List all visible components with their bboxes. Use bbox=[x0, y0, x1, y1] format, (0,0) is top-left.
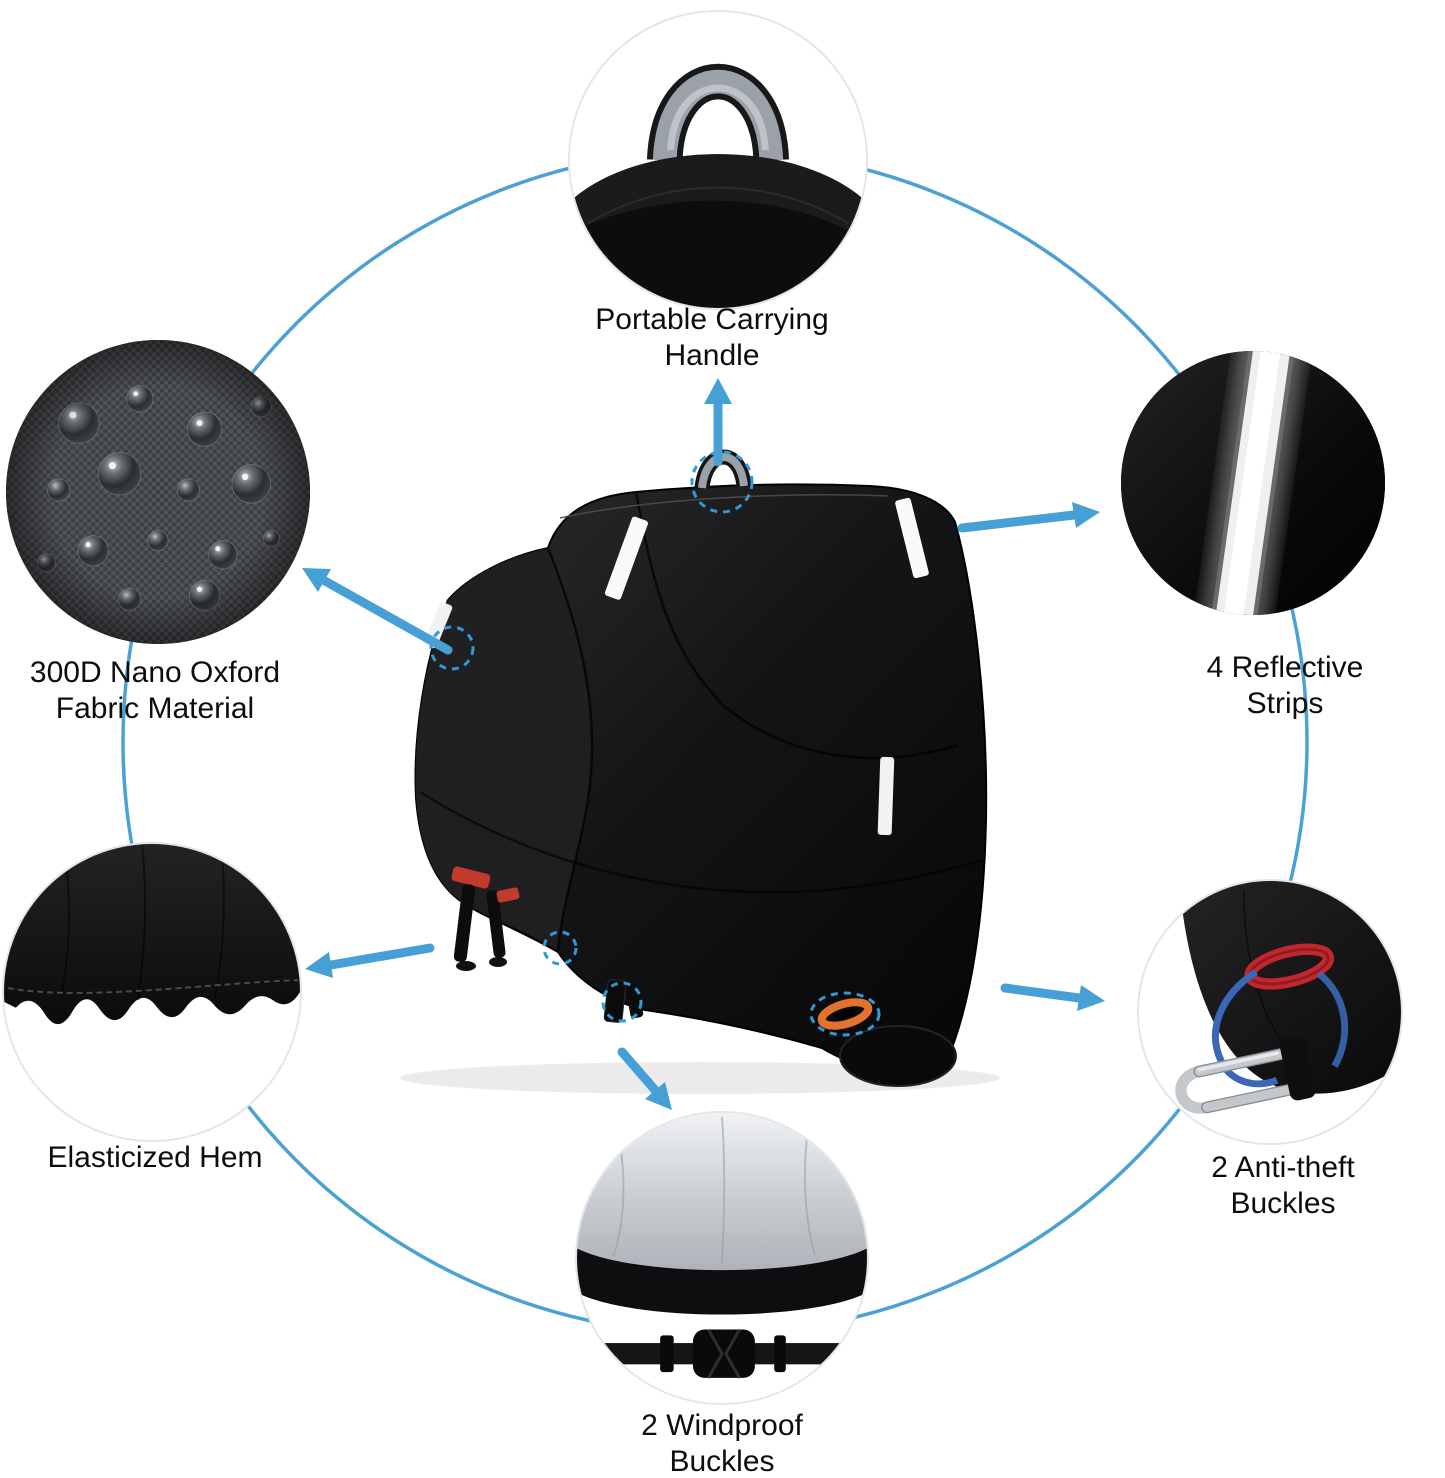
feature-circle-anti-theft bbox=[1139, 881, 1401, 1143]
windproof-buckle-closeup bbox=[577, 1113, 867, 1403]
fabric-sheen bbox=[570, 154, 866, 241]
product-cover-illustration bbox=[414, 449, 988, 1087]
feature-label-anti-theft: 2 Anti-theft Buckles bbox=[1211, 1151, 1355, 1220]
feature-circle-elasticized-hem bbox=[4, 844, 300, 1140]
handle-strap bbox=[652, 69, 784, 161]
callout-arrows bbox=[302, 378, 1105, 1110]
stitch-line bbox=[587, 186, 849, 224]
cover-front-panel bbox=[415, 548, 593, 950]
feature-circle-carrying-handle bbox=[570, 12, 866, 308]
reflective-strip-detail bbox=[1197, 351, 1309, 615]
cover-hem-edge bbox=[577, 1248, 867, 1315]
strap-with-buckle bbox=[577, 1328, 867, 1379]
highlight-anti-theft-buckle bbox=[809, 991, 881, 1037]
fabric-closeup bbox=[6, 340, 310, 644]
seam-line bbox=[419, 790, 983, 894]
arrow-to-reflective bbox=[957, 502, 1100, 533]
vignette bbox=[6, 340, 310, 644]
feature-label-reflective-strips: 4 Reflective Strips bbox=[1206, 651, 1364, 720]
handle-closeup bbox=[570, 12, 866, 308]
feature-label-fabric-material: 300D Nano Oxford Fabric Material bbox=[29, 656, 281, 725]
u-lock bbox=[1175, 1036, 1316, 1114]
reflective-strip-closeup bbox=[1121, 351, 1385, 615]
highlight-front-strap bbox=[542, 930, 578, 966]
gathered-fabric bbox=[4, 844, 300, 1025]
handle-strap-highlight bbox=[667, 84, 769, 151]
anti-theft-closeup bbox=[1139, 881, 1401, 1143]
highlight-strip bbox=[429, 625, 475, 671]
dashed-highlights bbox=[429, 450, 881, 1037]
front-straps bbox=[451, 866, 520, 971]
feature-label-elasticized-hem: Elasticized Hem bbox=[47, 1141, 263, 1174]
rear-wheel bbox=[839, 1025, 957, 1087]
feature-label-carrying-handle: Portable Carrying Handle bbox=[595, 303, 829, 372]
hem-closeup bbox=[4, 844, 300, 1140]
feature-label-windproof: 2 Windproof Buckles bbox=[641, 1409, 803, 1478]
ridge-highlight bbox=[559, 494, 889, 519]
silver-lining bbox=[577, 1113, 867, 1271]
feature-circle-windproof bbox=[577, 1113, 867, 1403]
arrow-to-hem bbox=[305, 943, 435, 978]
arrow-to-anti-theft bbox=[1000, 983, 1105, 1011]
highlight-handle bbox=[690, 450, 754, 514]
reflective-strip bbox=[424, 497, 929, 836]
cover-handle bbox=[694, 449, 752, 490]
highlight-windproof-buckle bbox=[601, 981, 643, 1023]
arrow-to-windproof bbox=[617, 1047, 672, 1110]
seam-line bbox=[546, 547, 594, 951]
arrow-to-fabric bbox=[302, 568, 453, 655]
feature-circle-fabric-material bbox=[6, 340, 310, 644]
feature-circle-reflective-strips bbox=[1121, 351, 1385, 615]
elastic-stitch-line bbox=[7, 979, 299, 994]
arrow-to-handle bbox=[704, 378, 732, 467]
anti-theft-buckle-on-cover bbox=[817, 998, 873, 1030]
